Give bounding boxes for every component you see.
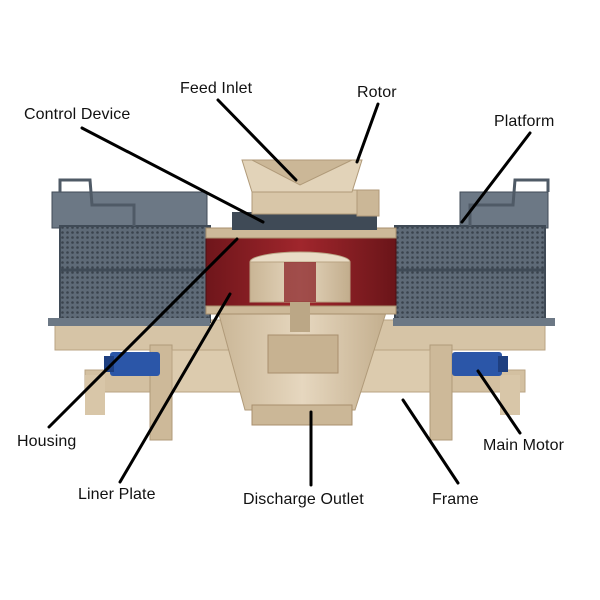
label-platform: Platform [494,113,555,130]
leader-control-device [80,126,265,224]
label-discharge-outlet: Discharge Outlet [243,491,364,508]
leader-housing [47,237,239,429]
leader-main-motor [476,369,522,435]
leader-liner-plate [118,292,232,484]
label-rotor: Rotor [357,84,397,101]
main-motor-part [104,352,508,376]
leader-rotor [355,102,380,164]
leader-frame [401,398,460,485]
discharge-cone-part [214,299,391,426]
leader-platform [460,131,532,224]
rotor-part [249,251,351,332]
label-liner-plate: Liner Plate [78,486,156,503]
feed-inlet-part [232,159,380,230]
label-feed-inlet: Feed Inlet [180,80,253,97]
right-platform-part [393,178,555,326]
leader-feed-inlet [216,98,298,182]
label-housing: Housing [17,433,77,450]
label-main-motor: Main Motor [483,437,565,454]
leader-lines [47,98,532,487]
left-platform-part [48,178,211,326]
label-control-device: Control Device [24,106,131,123]
label-frame: Frame [432,491,479,508]
